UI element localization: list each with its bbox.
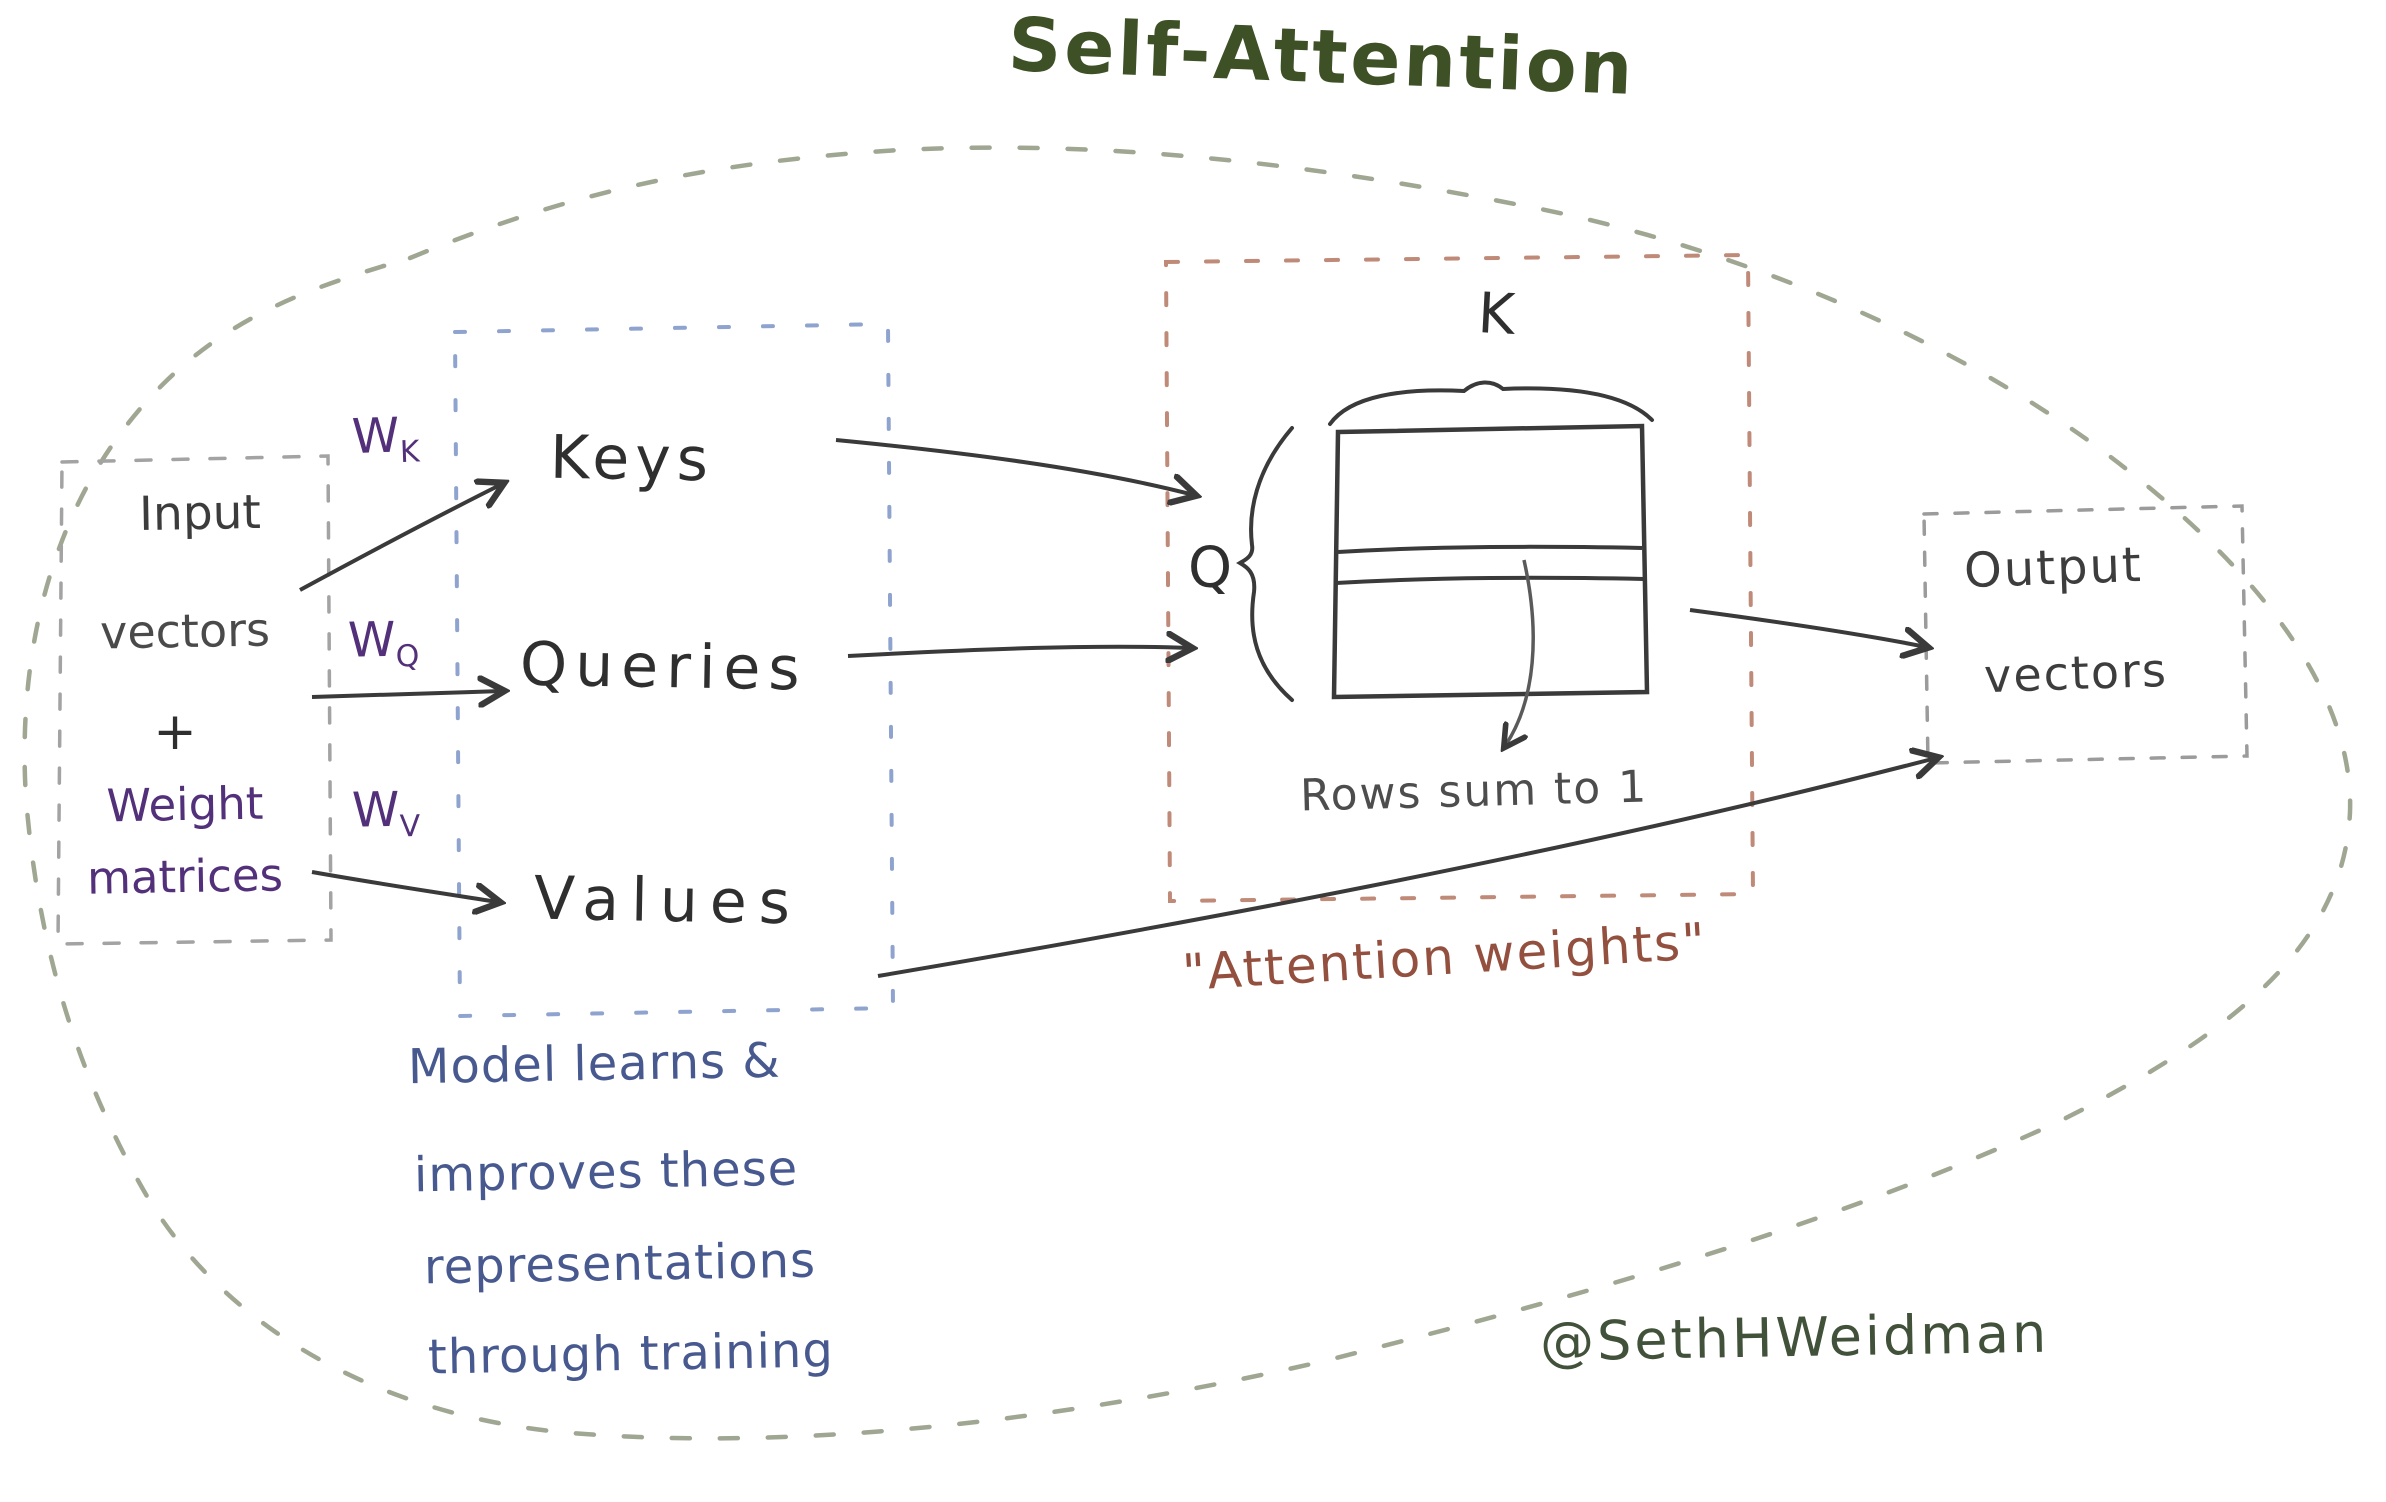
arrow-values-to-output: [877, 758, 1936, 978]
values-label: Values: [533, 863, 803, 939]
wq-base: W: [347, 611, 396, 669]
queries-label: Queries: [519, 629, 809, 705]
author-signature: @SethHWeidman: [1539, 1301, 2050, 1374]
learning-note-line4: through training: [427, 1322, 835, 1386]
input-block-line2: vectors: [99, 602, 271, 660]
wv-subscript: V: [399, 809, 421, 845]
weight-label-wv: WV: [351, 781, 420, 845]
outer-boundary-dashed-blob: [22, 145, 2353, 1441]
weight-label-wk: WK: [351, 407, 420, 472]
rows-sum-note: Rows sum to 1: [1299, 761, 1649, 822]
output-block-line1: Output: [1963, 536, 2144, 600]
output-box-dashed: [1922, 504, 2249, 765]
output-block-line2: vectors: [1983, 642, 2169, 704]
k-overbrace: [1328, 380, 1654, 426]
matrix-row-line-bottom: [1335, 575, 1645, 585]
weight-label-wq: WQ: [347, 611, 419, 675]
matrix-k-dimension-label: K: [1476, 281, 1517, 348]
wv-base: W: [351, 781, 400, 839]
learning-note-line2: improves these: [413, 1140, 799, 1204]
q-brace: [1236, 426, 1294, 702]
arrow-queries-to-matrix: [847, 647, 1190, 656]
arrow-keys-to-matrix: [835, 438, 1194, 495]
input-block-line3: Weight: [106, 776, 264, 833]
input-block-plus: +: [153, 702, 197, 762]
learning-note-line1: Model learns &: [407, 1032, 782, 1096]
input-block-line1: Input: [138, 484, 262, 543]
input-block-line4: matrices: [86, 848, 284, 905]
attention-matrix-rect: [1331, 423, 1650, 700]
arrow-wq-input-to-queries: [311, 691, 502, 697]
matrix-row-line-top: [1337, 544, 1643, 554]
learning-note-line3: representations: [423, 1232, 817, 1296]
wq-subscript: Q: [395, 638, 420, 675]
arrow-row-to-rows-note: [1505, 559, 1535, 746]
arrow-matrix-to-output: [1689, 608, 1926, 647]
keys-label: Keys: [549, 422, 715, 496]
wk-subscript: K: [399, 434, 421, 471]
input-box-dashed: [56, 454, 333, 946]
wk-base: W: [350, 407, 401, 466]
arrow-wv-input-to-values: [311, 870, 498, 902]
arrow-wk-input-to-keys: [299, 484, 502, 592]
matrix-q-dimension-label: Q: [1188, 536, 1233, 601]
